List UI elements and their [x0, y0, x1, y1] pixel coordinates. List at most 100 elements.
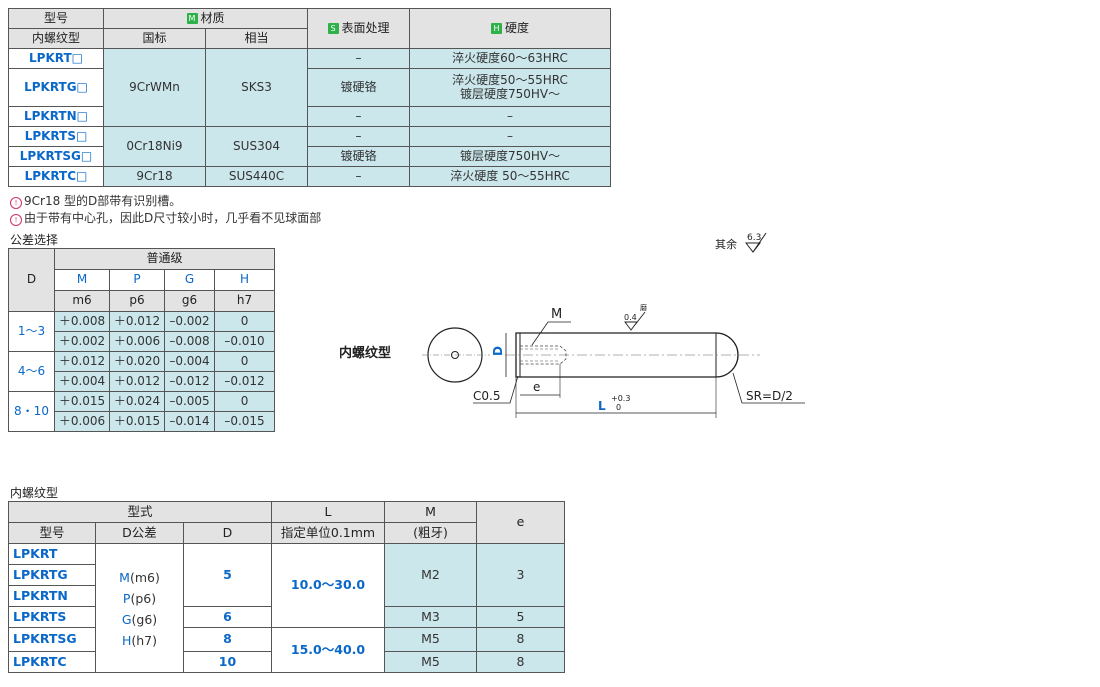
l-range: 15.0～40.0 [271, 627, 385, 673]
surface-cell: 镀硬铬 [307, 68, 411, 107]
m-value: M3 [384, 606, 477, 628]
e-value: 8 [476, 651, 565, 673]
m-value: M5 [384, 651, 477, 673]
d-dimension: D [491, 346, 505, 356]
note-1: !9Cr18 型的D部带有识别槽。 [10, 194, 181, 209]
tol-value: –0.010 [213, 331, 276, 352]
e-value: 3 [476, 543, 565, 607]
model-cell: LPKRTSG□ [8, 146, 104, 167]
tolerance-d-header: D [8, 248, 55, 312]
l-tol-upper: +0.3 [611, 394, 630, 403]
header-type: 内螺纹型 [8, 28, 104, 49]
spec-title: 内螺纹型 [10, 486, 59, 500]
tolerance-title: 公差选择 [10, 233, 59, 247]
m-label: M [551, 307, 562, 322]
tol-sub-h7: h7 [213, 290, 276, 312]
spec-model: LPKRTC [8, 651, 96, 673]
e-value: 8 [476, 627, 565, 652]
tol-value: ＋0.008 [54, 311, 110, 332]
tol-sub-m6: m6 [54, 290, 110, 312]
d-value: 10 [183, 651, 272, 673]
e-value: 5 [476, 606, 565, 628]
sr-label: SR=D/2 [746, 389, 793, 403]
header-model: 型号 [8, 8, 104, 29]
m-value: M5 [384, 627, 477, 652]
spec-model: LPKRTS [8, 606, 96, 628]
d-tol-cell: M(m6) P(p6) G(g6) H(h7) [95, 543, 184, 673]
header-model: 型号 [8, 522, 96, 544]
equivalent-cell: SUS440C [204, 166, 309, 187]
pin-body [515, 332, 739, 378]
d-value: 8 [183, 627, 272, 652]
e-label: e [533, 380, 540, 394]
tol-value: ＋0.002 [54, 331, 110, 352]
tol-code: P [122, 591, 131, 606]
tol-code: H [121, 633, 132, 648]
tol-value: ＋0.004 [54, 371, 110, 392]
equivalent-cell: SKS3 [204, 48, 309, 127]
tol-value: 0 [213, 351, 276, 372]
roughness-symbol-icon [624, 311, 646, 331]
header-standard: 国标 [103, 28, 206, 49]
surface-cell: 镀硬铬 [307, 146, 411, 167]
note-2: !由于带有中心孔，因此D尺寸较小时，几乎看不见球面部 [10, 211, 321, 226]
material-cell: 0Cr18Ni9 [103, 126, 206, 167]
d-value: 5 [183, 543, 272, 607]
rest-roughness-value: 6.3 [747, 233, 761, 243]
rest-label: 其余 [715, 237, 737, 251]
tol-code: G [121, 612, 132, 627]
m-leader [531, 321, 571, 346]
header-d-tol: D公差 [95, 522, 184, 544]
roughness-mark: 磨 [640, 303, 647, 312]
hardness-cell: – [409, 126, 612, 147]
warning-icon: ! [10, 214, 22, 226]
surface-cell: – [307, 166, 411, 187]
hardness-cell: 镀层硬度750HV～ [409, 146, 612, 167]
header-m: M [384, 501, 477, 523]
tol-value: ＋0.015 [109, 411, 165, 432]
m-value: M2 [384, 543, 477, 607]
header-e: e [476, 501, 565, 544]
tol-value: –0.012 [164, 371, 215, 392]
hardness-cell: 淬火硬度 50～55HRC [409, 166, 612, 187]
spec-model: LPKRT [8, 543, 96, 565]
tol-value: ＋0.006 [54, 411, 110, 432]
l-range: 10.0～30.0 [271, 543, 385, 628]
tol-code: M [119, 570, 130, 585]
spec-model: LPKRTN [8, 585, 96, 607]
spec-model: LPKRTG [8, 564, 96, 586]
d-range: 1～3 [8, 311, 55, 352]
header-l: L [271, 501, 385, 523]
grade-header: 普通级 [53, 248, 276, 270]
d-range: 8・10 [8, 391, 55, 432]
header-l-sub: 指定单位0.1mm [271, 522, 385, 544]
tolerance-table: D 普通级 M P G H m6 p6 g6 h7 1～3 ＋0.008 ＋0.… [8, 248, 276, 432]
tol-value: –0.014 [164, 411, 215, 432]
hardness-badge-icon: H [491, 22, 502, 34]
roughness-value: 0.4 [624, 313, 637, 322]
surface-cell: – [307, 126, 411, 147]
spec-table: 型式 L M e 型号 D公差 D 指定单位0.1mm (粗牙) LPKRT M… [8, 501, 565, 673]
tol-value: ＋0.012 [109, 371, 165, 392]
c-label: C0.5 [473, 389, 500, 403]
model-cell: LPKRT□ [8, 48, 104, 69]
tol-value: –0.015 [213, 411, 276, 432]
spec-model: LPKRTSG [8, 627, 96, 652]
model-cell: LPKRTG□ [8, 68, 104, 107]
model-cell: LPKRTC□ [8, 166, 104, 187]
hardness-cell: 淬火硬度60～63HRC [409, 48, 612, 69]
tol-sub-g6: g6 [164, 290, 215, 312]
d-range: 4～6 [8, 351, 55, 392]
material-cell: 9Cr18 [103, 166, 206, 187]
header-d: D [183, 522, 272, 544]
tol-value: ＋0.024 [109, 391, 165, 412]
tol-value: –0.005 [164, 391, 215, 412]
header-m-sub: (粗牙) [384, 522, 477, 544]
roughness-symbol-icon [744, 232, 767, 253]
tol-value: –0.002 [164, 311, 215, 332]
l-label: L [598, 399, 606, 413]
